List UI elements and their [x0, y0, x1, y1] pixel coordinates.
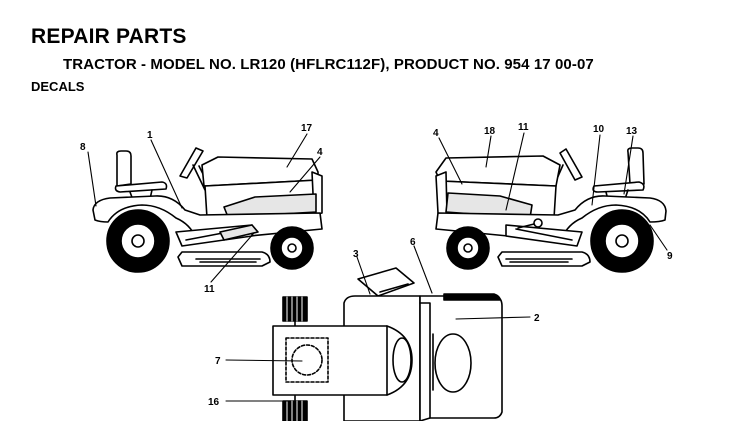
section-heading: DECALS [31, 79, 85, 94]
callout-8: 8 [80, 142, 86, 153]
callout-16: 16 [208, 397, 220, 408]
leader-lines [87, 132, 668, 402]
callout-10: 10 [593, 124, 605, 135]
callout-6: 6 [410, 237, 416, 248]
callout-2: 2 [534, 313, 540, 324]
tractor-top-view [272, 267, 503, 421]
model-subtitle: TRACTOR - MODEL NO. LR120 (HFLRC112F), P… [63, 56, 594, 73]
callout-1: 1 [147, 130, 153, 141]
tractor-right-view [435, 147, 667, 273]
page-title: REPAIR PARTS [31, 25, 187, 48]
callout-13: 13 [626, 126, 638, 137]
callout-3: 3 [353, 249, 359, 260]
callout-9: 9 [667, 251, 673, 262]
callout-4-right: 4 [433, 128, 439, 139]
tractor-left-view [92, 147, 323, 273]
callout-18: 18 [484, 126, 496, 137]
callout-11-right: 11 [518, 122, 529, 133]
callout-17: 17 [301, 123, 313, 134]
callout-4-left: 4 [317, 147, 323, 158]
callout-11-left: 11 [204, 284, 215, 295]
callout-7: 7 [215, 356, 221, 367]
